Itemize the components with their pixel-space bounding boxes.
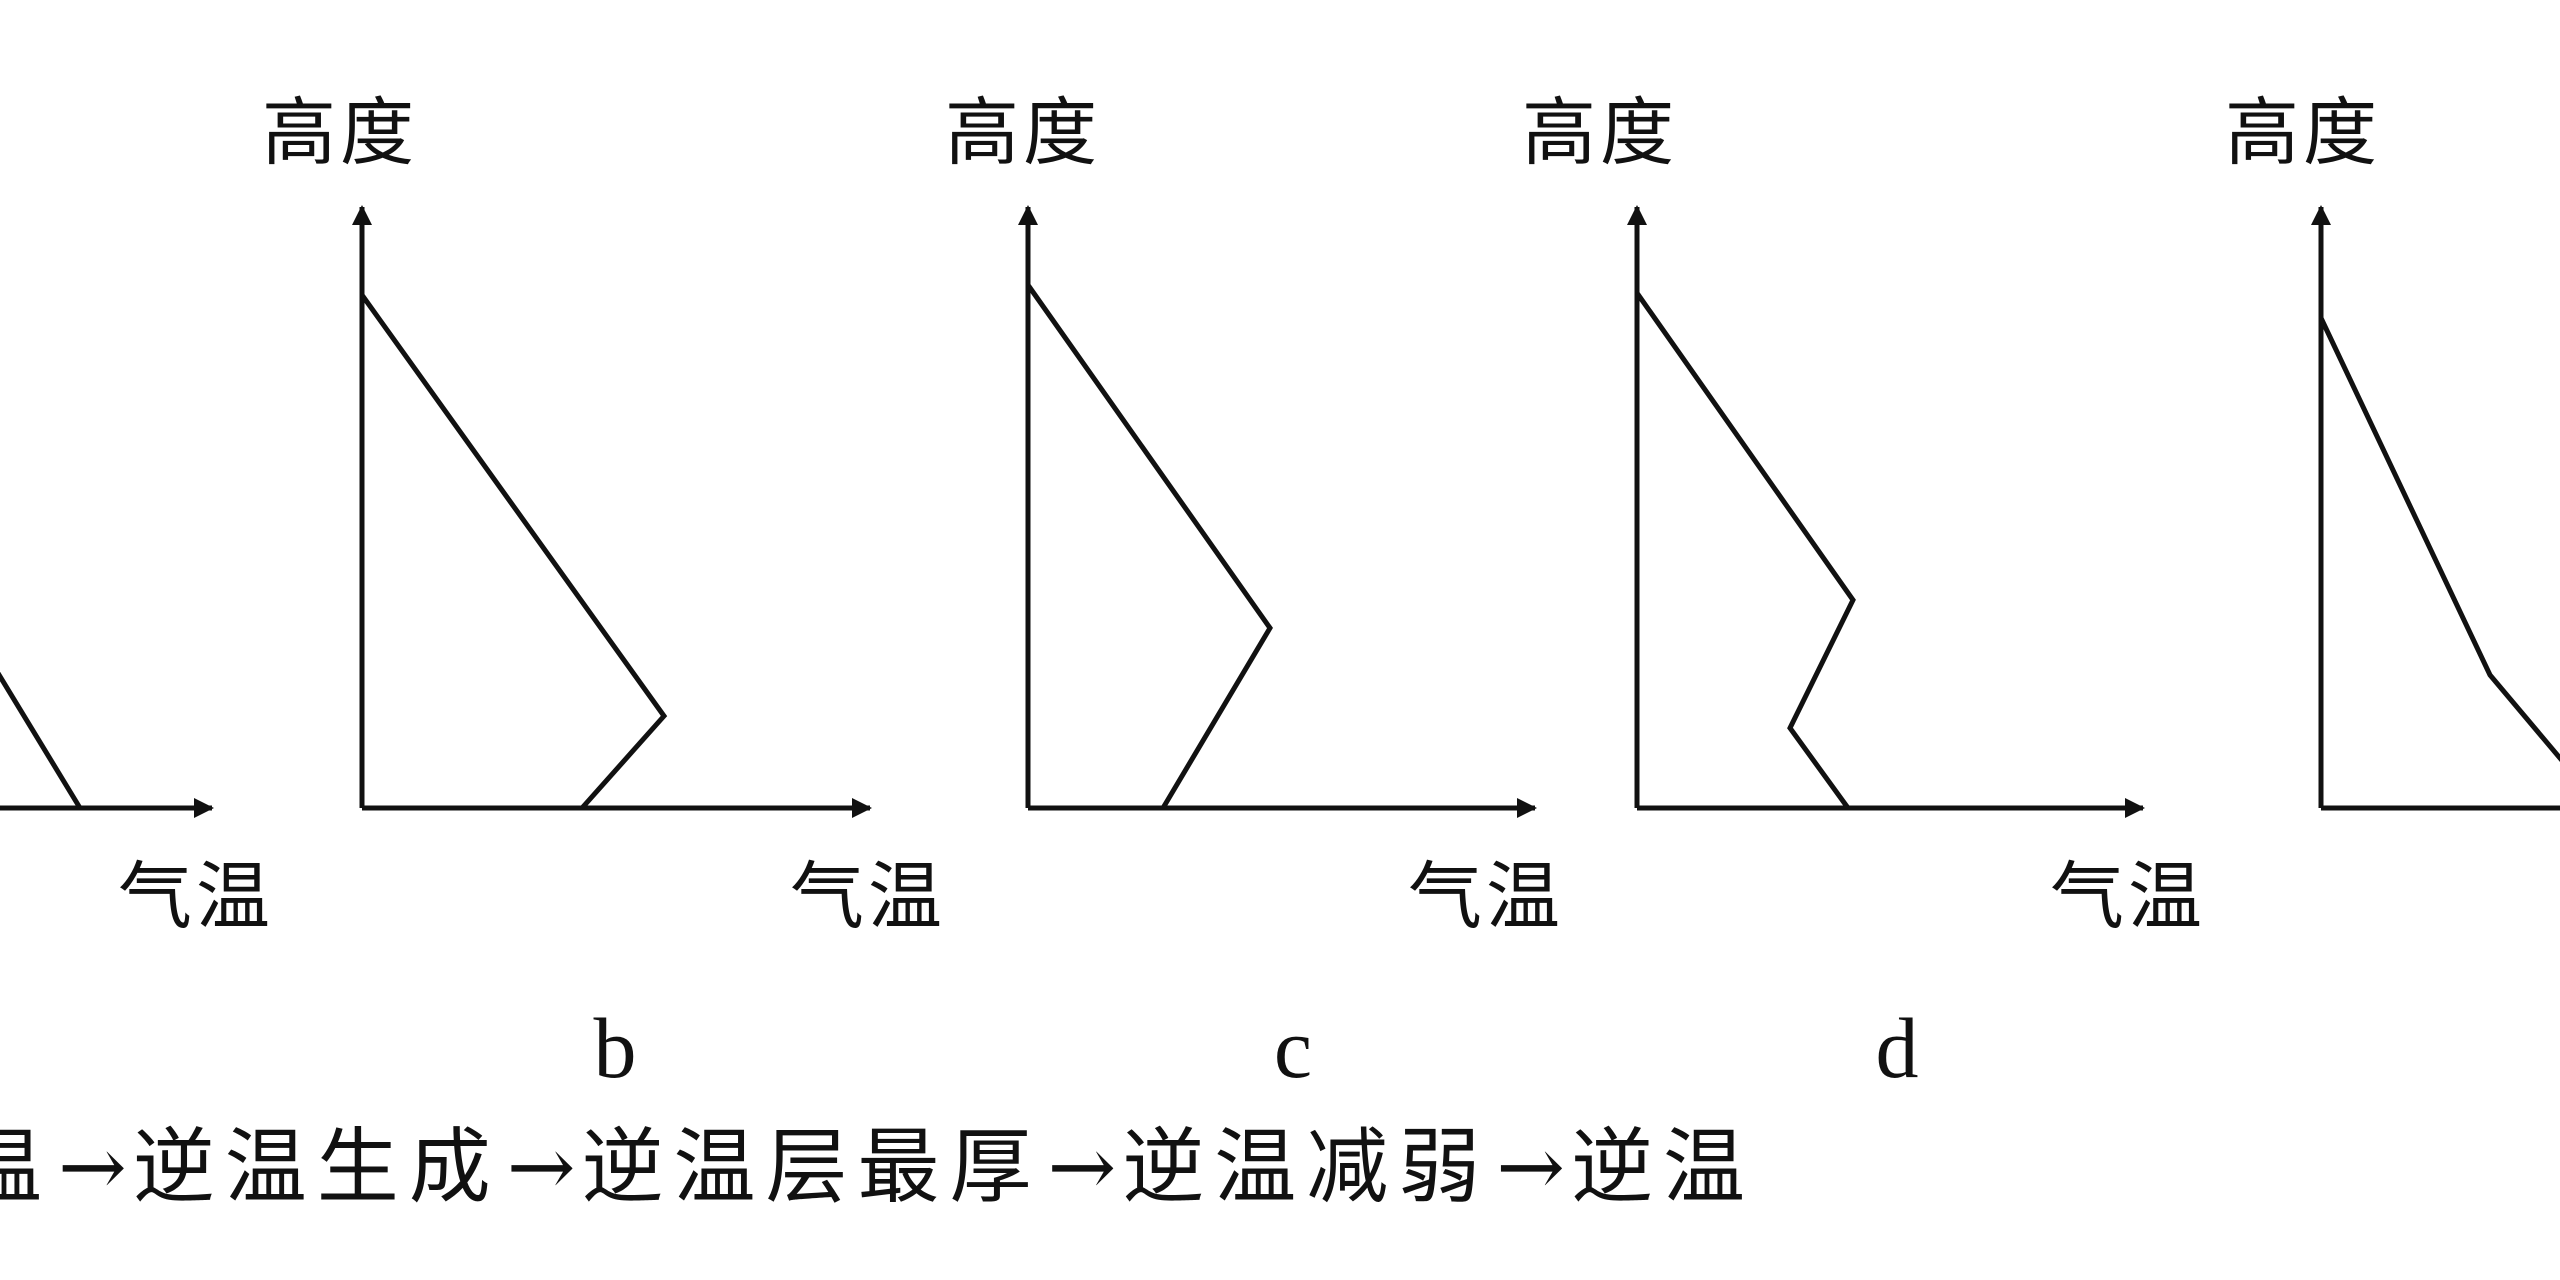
process-step-final: 逆温 [1570, 1120, 1755, 1215]
panel-a-graph [0, 671, 214, 818]
panel-c-graph [1018, 205, 1537, 818]
panel-c-letter: c [1273, 1000, 1313, 1096]
panel-b-temperature-profile [359, 293, 668, 810]
panel-d-y-axis-label: 高度 [1522, 90, 1678, 176]
process-step-inversion-thickest: 逆温层最厚 [581, 1120, 1042, 1215]
panel-e-graph [2311, 205, 2560, 811]
process-sequence: 温→逆温生成→逆温层最厚→逆温减弱→逆温 [0, 1118, 1755, 1218]
process-arrow-3: → [1047, 1120, 1117, 1215]
process-step-inversion-weakens: 逆温减弱 [1122, 1120, 1491, 1215]
panel-d-letter: d [1875, 1000, 1919, 1096]
process-step-initial: 温 [0, 1120, 53, 1215]
panel-a-x-axis-label: 气温 [118, 854, 274, 940]
panel-b-y-axis-label: 高度 [262, 90, 418, 176]
process-arrow-4: → [1496, 1120, 1565, 1215]
panel-b-letter: b [593, 1000, 637, 1096]
panel-a-temperature-profile [0, 671, 83, 810]
panel-b-graph [352, 205, 872, 818]
process-arrow-1: → [58, 1120, 127, 1215]
process-arrow-2: → [506, 1120, 576, 1215]
panel-e-y-axis-label: 高度 [2225, 90, 2381, 176]
panel-d-graph [1627, 205, 2145, 818]
panel-c-y-axis-label: 高度 [945, 90, 1101, 176]
panel-b-x-axis-label: 气温 [790, 854, 946, 940]
panel-d-temperature-profile [1634, 291, 1856, 810]
panel-c-temperature-profile [1025, 283, 1273, 810]
panel-e-temperature-profile [2318, 316, 2560, 763]
panel-d-x-axis-label: 气温 [2050, 854, 2206, 940]
process-step-inversion-forms: 逆温生成 [132, 1120, 501, 1215]
panel-c-x-axis-label: 气温 [1408, 854, 1564, 940]
